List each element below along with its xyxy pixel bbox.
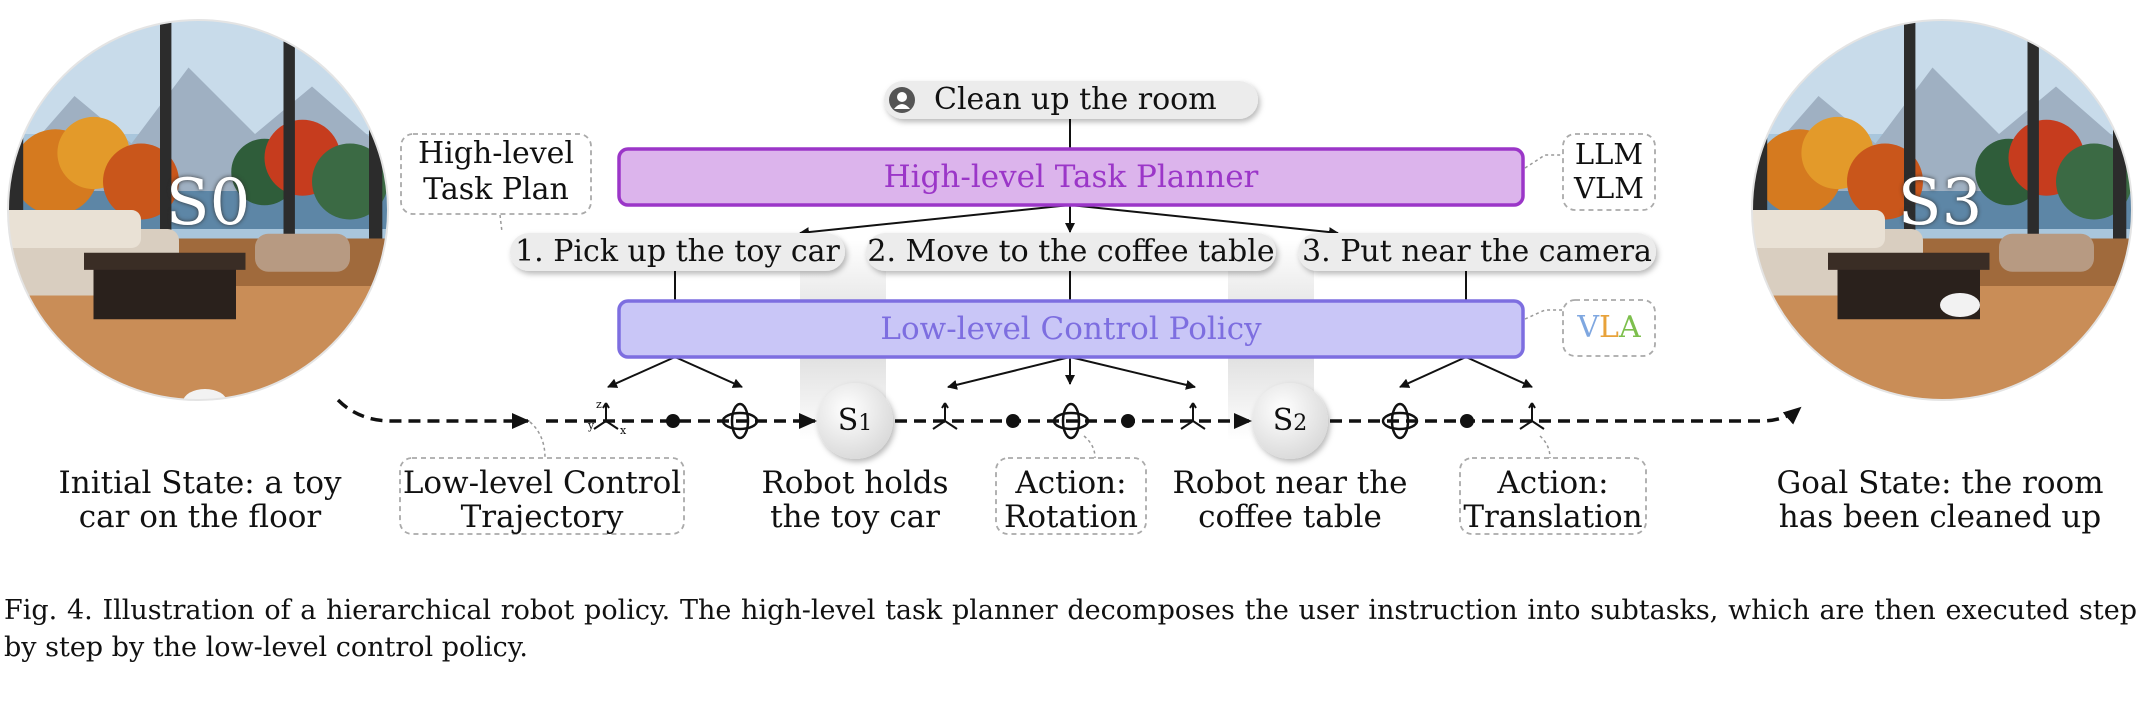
policy-title: Low-level Control Policy <box>880 311 1262 347</box>
axis-letter-x: x <box>620 424 627 437</box>
rotation-icons <box>721 402 1419 440</box>
trajectory-waypoints <box>666 414 1474 428</box>
coordinate-frame-icon <box>1519 402 1545 430</box>
subtask-1: 1. Pick up the toy car <box>515 234 840 269</box>
goal-scene-image <box>1752 20 2132 400</box>
translation-label: Action: Translation <box>1463 465 1643 535</box>
state-s2-label: Robot near the coffee table <box>1172 465 1408 535</box>
subtask-1-pill <box>510 233 845 271</box>
axis-letter-y: y <box>588 419 595 432</box>
coordinate-frame-icon <box>1180 402 1206 430</box>
planner-box <box>617 147 1525 207</box>
state-s2-symbol: S2 <box>1272 403 1308 438</box>
initial-scene-image <box>8 20 388 400</box>
planner-title: High-level Task Planner <box>883 159 1259 195</box>
state-s1-symbol: S1 <box>837 403 873 438</box>
vla-letter-a: A <box>1618 310 1641 345</box>
trajectory-label: Low-level Control Trajectory <box>402 465 682 535</box>
user-instruction: Clean up the room <box>934 82 1217 117</box>
user-icon <box>889 87 915 113</box>
state-s1-circle <box>817 383 893 459</box>
state-s1-label: Robot holds the toy car <box>761 465 949 535</box>
rotation-icon <box>1381 402 1419 440</box>
state-s2-circle <box>1252 383 1328 459</box>
rotation-label: Action: Rotation <box>1004 465 1138 535</box>
rotation-icon <box>1052 402 1090 440</box>
initial-state-symbol: S0 <box>165 166 251 240</box>
policy-box <box>617 299 1525 359</box>
initial-state-label: Initial State: a toy car on the floor <box>58 465 342 535</box>
annotation-leaders <box>499 154 1563 459</box>
subtask-2: 2. Move to the coffee table <box>867 234 1275 269</box>
subtask-3-pill <box>1298 233 1656 271</box>
axis-letter-z: z <box>596 398 602 411</box>
trajectory-path <box>336 398 1802 429</box>
subtask-3: 3. Put near the camera <box>1302 234 1652 269</box>
coordinate-frame-icon <box>593 402 619 430</box>
subtask-2-pill <box>866 233 1276 271</box>
vla-letter-l: L <box>1599 310 1619 345</box>
policy-model-tag: VLA <box>1563 300 1655 356</box>
high-level-plan-label: High-level Task Plan <box>417 136 575 207</box>
planner-model-tag: LLM VLM <box>1574 137 1644 205</box>
instruction-pill <box>884 81 1258 119</box>
rotation-icon <box>721 402 759 440</box>
connector-lines <box>607 119 1533 390</box>
goal-state-symbol: S3 <box>1897 166 1983 240</box>
goal-state-label: Goal State: the room has been cleaned up <box>1776 465 2104 535</box>
coordinate-frames <box>593 402 1545 430</box>
dashed-label-boxes <box>399 133 1656 535</box>
vla-letter-v: V <box>1577 310 1600 345</box>
coordinate-frame-icon <box>932 402 958 430</box>
figure-caption: Fig. 4. Illustration of a hierarchical r… <box>4 595 2137 663</box>
